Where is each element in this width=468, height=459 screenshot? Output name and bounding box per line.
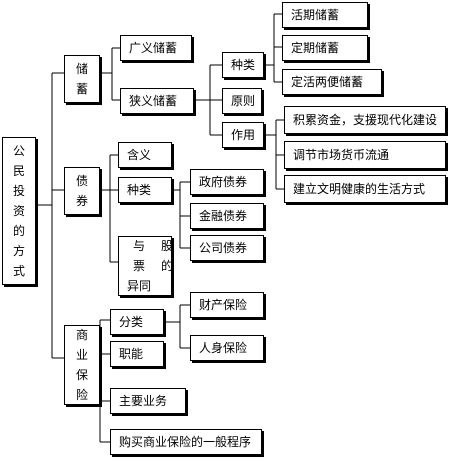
bond-stock-compare-node: 与 股 票 的 异同 [118, 236, 173, 296]
savings-type-flexible: 定活两便储蓄 [282, 69, 382, 95]
narrow-savings-node: 狭义储蓄 [120, 88, 194, 114]
insurance-business-node: 主要业务 [110, 388, 186, 414]
savings-roles-node: 作用 [222, 122, 264, 148]
savings-type-fixed: 定期储蓄 [282, 35, 368, 61]
bond-types-node: 种类 [118, 177, 172, 203]
bonds-title-char: 债 [75, 174, 88, 188]
insurance-title-char: 业 [75, 348, 88, 362]
insurance-title-char: 险 [75, 388, 88, 402]
savings-types-node: 种类 [222, 52, 264, 78]
root-char: 资 [12, 204, 25, 218]
root-char: 投 [12, 184, 25, 198]
bond-financial: 金融债券 [190, 203, 264, 229]
root-char: 方 [12, 244, 25, 258]
bond-meaning-node: 含义 [118, 142, 172, 168]
broad-savings-node: 广义储蓄 [120, 35, 192, 61]
savings-role-accumulate: 积累资金，支援现代化建设 [284, 106, 446, 134]
root-char: 公 [12, 144, 25, 158]
insurance-property: 财产保险 [190, 292, 264, 318]
savings-title-char: 储 [75, 62, 88, 76]
insurance-title-char: 商 [75, 328, 88, 342]
insurance-node: 商 业 保 险 [64, 325, 100, 405]
savings-title-char: 蓄 [75, 82, 88, 96]
savings-type-current: 活期储蓄 [282, 2, 368, 28]
insurance-types-node: 分类 [110, 309, 164, 335]
insurance-title-char: 保 [75, 368, 88, 382]
compare-char [153, 277, 181, 295]
compare-char: 的 [160, 259, 173, 273]
savings-role-regulate: 调节市场货币流通 [284, 141, 446, 169]
savings-node: 储 蓄 [64, 55, 100, 103]
bond-corporate: 公司债券 [190, 235, 264, 261]
insurance-personal: 人身保险 [190, 335, 264, 361]
compare-char: 票 [132, 259, 145, 273]
root-char: 的 [12, 224, 25, 238]
root-char: 民 [12, 164, 25, 178]
bonds-title-char: 券 [75, 194, 88, 208]
bond-government: 政府债券 [190, 169, 264, 195]
savings-principle-node: 原则 [222, 88, 262, 114]
root-char: 式 [12, 264, 25, 278]
compare-char: 异同 [126, 279, 151, 293]
compare-char: 与 [132, 239, 145, 253]
insurance-function-node: 职能 [110, 341, 164, 367]
savings-role-lifestyle: 建立文明健康的生活方式 [284, 175, 446, 203]
root-node: 公 民 投 资 的 方 式 [2, 137, 36, 285]
insurance-procedure-node: 购买商业保险的一般程序 [110, 429, 262, 455]
bonds-node: 债 券 [64, 167, 100, 215]
compare-char: 股 [160, 239, 173, 253]
